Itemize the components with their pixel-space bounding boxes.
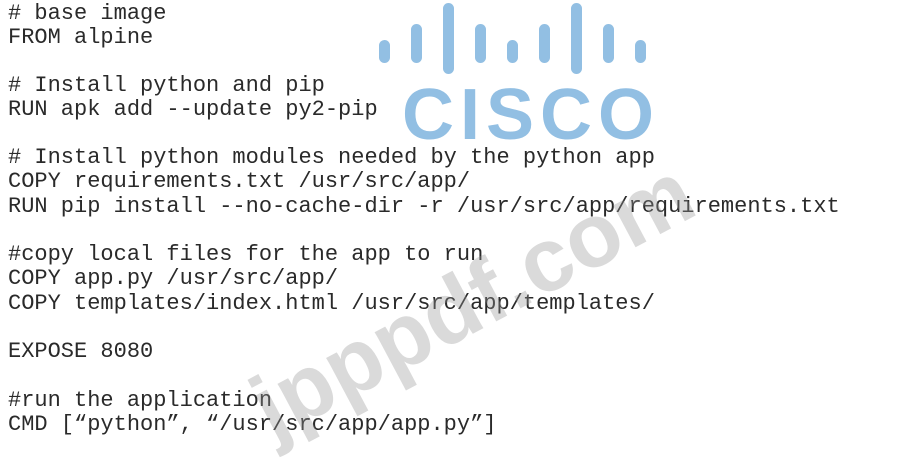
code-line: # Install python modules needed by the p… <box>8 145 655 170</box>
logo-bar <box>411 24 422 63</box>
cisco-wordmark: CISCO <box>402 75 661 155</box>
logo-bar <box>539 24 550 63</box>
code-line: #run the application <box>8 388 273 413</box>
code-line: COPY app.py /usr/src/app/ <box>8 266 339 291</box>
logo-bar <box>603 24 614 63</box>
code-line: #copy local files for the app to run <box>8 242 484 267</box>
code-line: COPY templates/index.html /usr/src/app/t… <box>8 291 655 316</box>
code-line: # Install python and pip <box>8 73 325 98</box>
code-line: COPY requirements.txt /usr/src/app/ <box>8 169 471 194</box>
logo-bar <box>443 3 454 74</box>
logo-bar <box>635 40 646 63</box>
logo-bar <box>379 40 390 63</box>
cisco-logo: CISCO <box>370 0 661 155</box>
logo-bar <box>571 3 582 74</box>
code-line: FROM alpine <box>8 25 154 50</box>
code-line: # base image <box>8 1 167 26</box>
code-line: RUN apk add --update py2-pip <box>8 97 378 122</box>
code-line: CMD [“python”, “/usr/src/app/app.py”] <box>8 412 497 437</box>
logo-bar <box>507 40 518 63</box>
logo-bar <box>475 24 486 63</box>
code-line: EXPOSE 8080 <box>8 339 154 364</box>
code-line: RUN pip install --no-cache-dir -r /usr/s… <box>8 194 840 219</box>
dockerfile-code: # base image FROM alpine # Install pytho… <box>8 1 840 437</box>
